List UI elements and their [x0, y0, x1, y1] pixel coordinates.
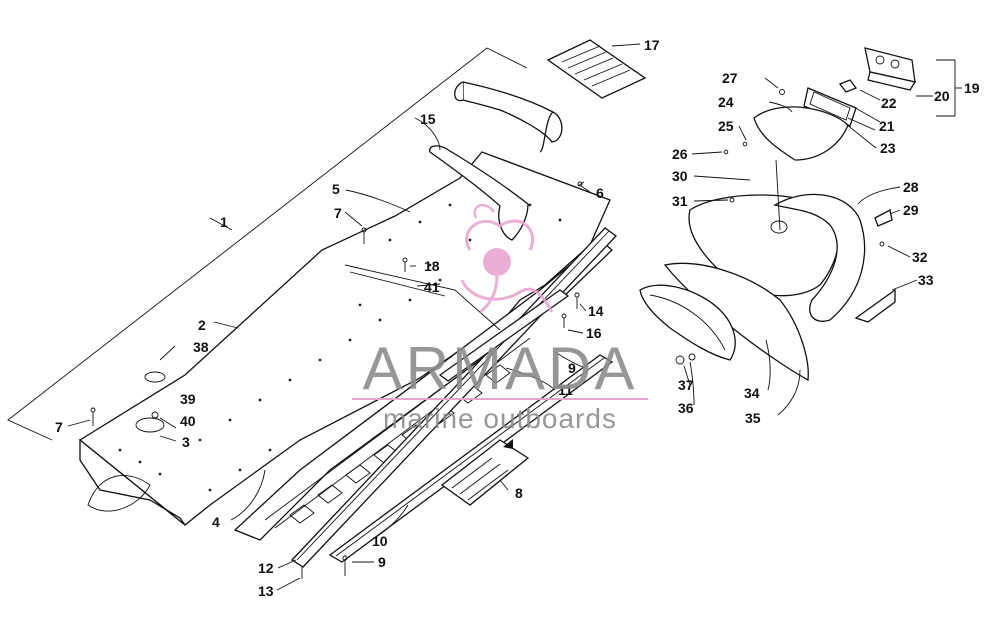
callout-39: 39: [180, 391, 196, 407]
callout-40: 40: [180, 413, 196, 429]
callout-23: 23: [880, 140, 896, 156]
watermark-logo-icon: [460, 203, 554, 314]
callout-33: 33: [918, 272, 934, 288]
callout-34: 34: [744, 385, 760, 401]
callout-28: 28: [903, 179, 919, 195]
slide-rail: [328, 354, 614, 563]
callout-labels: 1 2 3 4 5 6 7 7 8 9 9 10 11 12 13 14 15 …: [55, 37, 980, 599]
callout-11: 11: [558, 382, 573, 398]
callout-19: 19: [964, 80, 980, 96]
taillight-assembly: [803, 47, 917, 127]
watermark-brand-text: ARMADA: [363, 335, 638, 402]
decal-plate: [546, 39, 647, 99]
hardware: [90, 89, 885, 579]
callout-8: 8: [515, 485, 523, 501]
tunnel-chassis: [78, 151, 613, 541]
callout-24: 24: [718, 94, 734, 110]
callout-30: 30: [672, 168, 688, 184]
callout-1: 1: [220, 214, 228, 230]
callout-17: 17: [644, 37, 660, 53]
callout-9-lower: 9: [378, 554, 386, 570]
callout-9-upper: 9: [568, 360, 576, 376]
callout-20: 20: [934, 88, 950, 104]
step-plate: [440, 439, 530, 506]
callout-41: 41: [424, 279, 440, 295]
callout-32: 32: [912, 249, 928, 265]
watermark-tagline-text: marine outboards: [383, 403, 617, 434]
callout-6: 6: [596, 185, 604, 201]
callout-5: 5: [332, 181, 340, 197]
callout-7-lower: 7: [55, 419, 63, 435]
callout-26: 26: [672, 146, 688, 162]
callout-14: 14: [588, 303, 604, 319]
callout-10: 10: [372, 533, 388, 549]
assembly-outline-bracket: [7, 47, 528, 441]
callout-16: 16: [586, 325, 602, 341]
callout-3: 3: [182, 434, 190, 450]
callout-12: 12: [258, 560, 274, 576]
callout-7-upper: 7: [334, 205, 342, 221]
watermark-brand: ARMADA marine outboards: [352, 335, 648, 434]
callout-37: 37: [678, 377, 694, 393]
callout-35: 35: [745, 410, 761, 426]
leader-lines: [67, 43, 962, 591]
callout-25: 25: [718, 118, 734, 134]
callout-27: 27: [722, 70, 738, 86]
callout-13: 13: [258, 583, 274, 599]
rear-bumper-assembly: [639, 106, 896, 382]
callout-29: 29: [903, 202, 919, 218]
callout-15: 15: [420, 111, 436, 127]
callout-38: 38: [193, 339, 209, 355]
callout-21: 21: [879, 118, 895, 134]
callout-36: 36: [678, 400, 694, 416]
callout-4: 4: [212, 514, 220, 530]
callout-2: 2: [198, 317, 206, 333]
callout-18: 18: [424, 258, 440, 274]
callout-31: 31: [672, 193, 688, 209]
callout-22: 22: [881, 95, 897, 111]
side-rail-short: [438, 289, 570, 382]
